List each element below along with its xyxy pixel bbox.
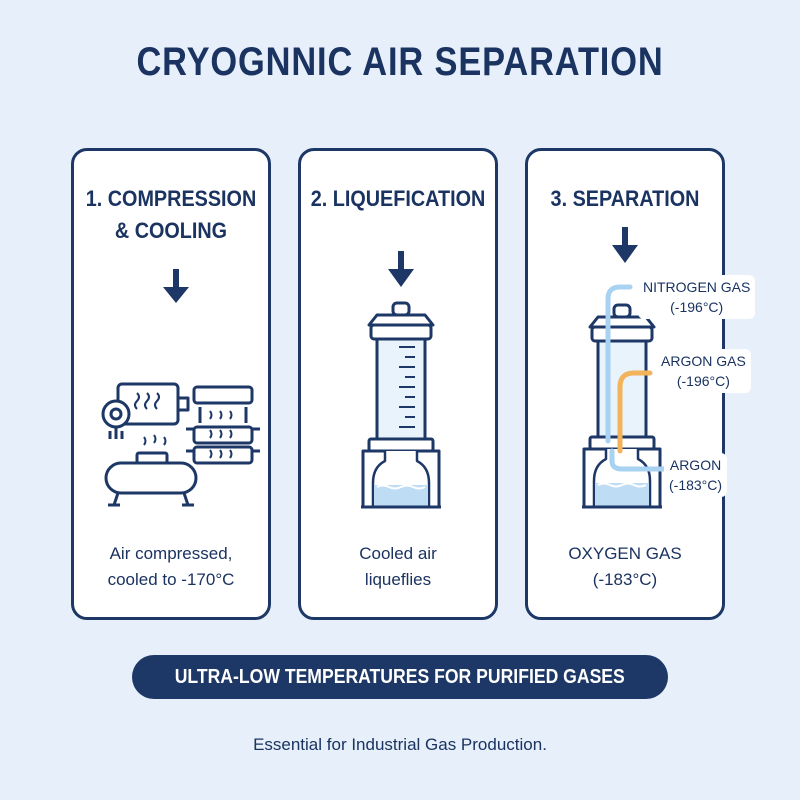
caption-line: (-183°C) xyxy=(592,570,658,589)
output-temperature: (-196°C) xyxy=(670,299,724,315)
liquefier-column-illustration xyxy=(361,251,441,509)
column-icon xyxy=(361,301,441,509)
motor-icon xyxy=(101,382,190,439)
separation-column-illustration xyxy=(582,227,667,509)
step-separation-panel: 3. SEPARATION NITROGEN GAS xyxy=(525,148,756,620)
step-title: 3. SEPARATION xyxy=(538,183,713,215)
argon-gas-label: ARGON GAS (-196°C) xyxy=(656,349,751,393)
output-name: ARGON GAS xyxy=(661,353,746,369)
argon-outlet-pipe xyxy=(609,448,667,472)
output-name: ARGON xyxy=(669,457,722,473)
caption-line: Cooled air xyxy=(359,544,437,563)
heat-exchanger-icon xyxy=(186,385,260,465)
argon-label: ARGON (-183°C) xyxy=(664,453,728,497)
step-compression-panel: 1. COMPRESSION & COOLING xyxy=(71,148,271,620)
step-title-line: & COOLING xyxy=(114,218,228,243)
step-title-line: 1. COMPRESSION xyxy=(85,186,257,211)
argon-gas-outlet-pipe xyxy=(617,370,653,454)
step-caption: Cooled air liqueflies xyxy=(301,541,495,593)
caption-line: Air compressed, xyxy=(109,544,233,563)
caption-line: cooled to -170°C xyxy=(107,570,235,589)
caption-line: OXYGEN GAS xyxy=(568,544,682,563)
down-arrow-icon xyxy=(163,269,189,303)
page-title: CRYOGNNIC AIR SEPARATION xyxy=(136,40,664,84)
step-title-line: 3. SEPARATION xyxy=(550,186,700,211)
step-title-line: 2. LIQUEFICATION xyxy=(310,186,486,211)
summary-banner: ULTRA-LOW TEMPERATURES FOR PURIFIED GASE… xyxy=(132,655,668,699)
step-title: 1. COMPRESSION & COOLING xyxy=(84,183,259,247)
air-tank-icon xyxy=(104,434,198,507)
down-arrow-icon xyxy=(388,251,414,287)
output-temperature: (-196°C) xyxy=(676,373,730,389)
footnote: Essential for Industrial Gas Production. xyxy=(253,735,547,754)
step-title: 2. LIQUEFICATION xyxy=(311,183,486,215)
step-caption: Air compressed, cooled to -170°C xyxy=(74,541,268,593)
output-temperature: (-183°C) xyxy=(669,477,723,493)
banner-text: ULTRA-LOW TEMPERATURES FOR PURIFIED GASE… xyxy=(174,666,626,688)
caption-line: liqueflies xyxy=(364,570,432,589)
output-name: NITROGEN GAS xyxy=(643,279,751,295)
down-arrow-icon xyxy=(612,227,638,263)
nitrogen-outlet-pipe xyxy=(605,284,633,444)
nitrogen-gas-label: NITROGEN GAS (-196°C) xyxy=(638,275,756,319)
step-liquefication-panel: 2. LIQUEFICATION Cooled air liqueflies xyxy=(298,148,498,620)
step-caption: OXYGEN GAS (-183°C) xyxy=(528,541,722,593)
compressor-cooler-illustration xyxy=(101,269,260,507)
